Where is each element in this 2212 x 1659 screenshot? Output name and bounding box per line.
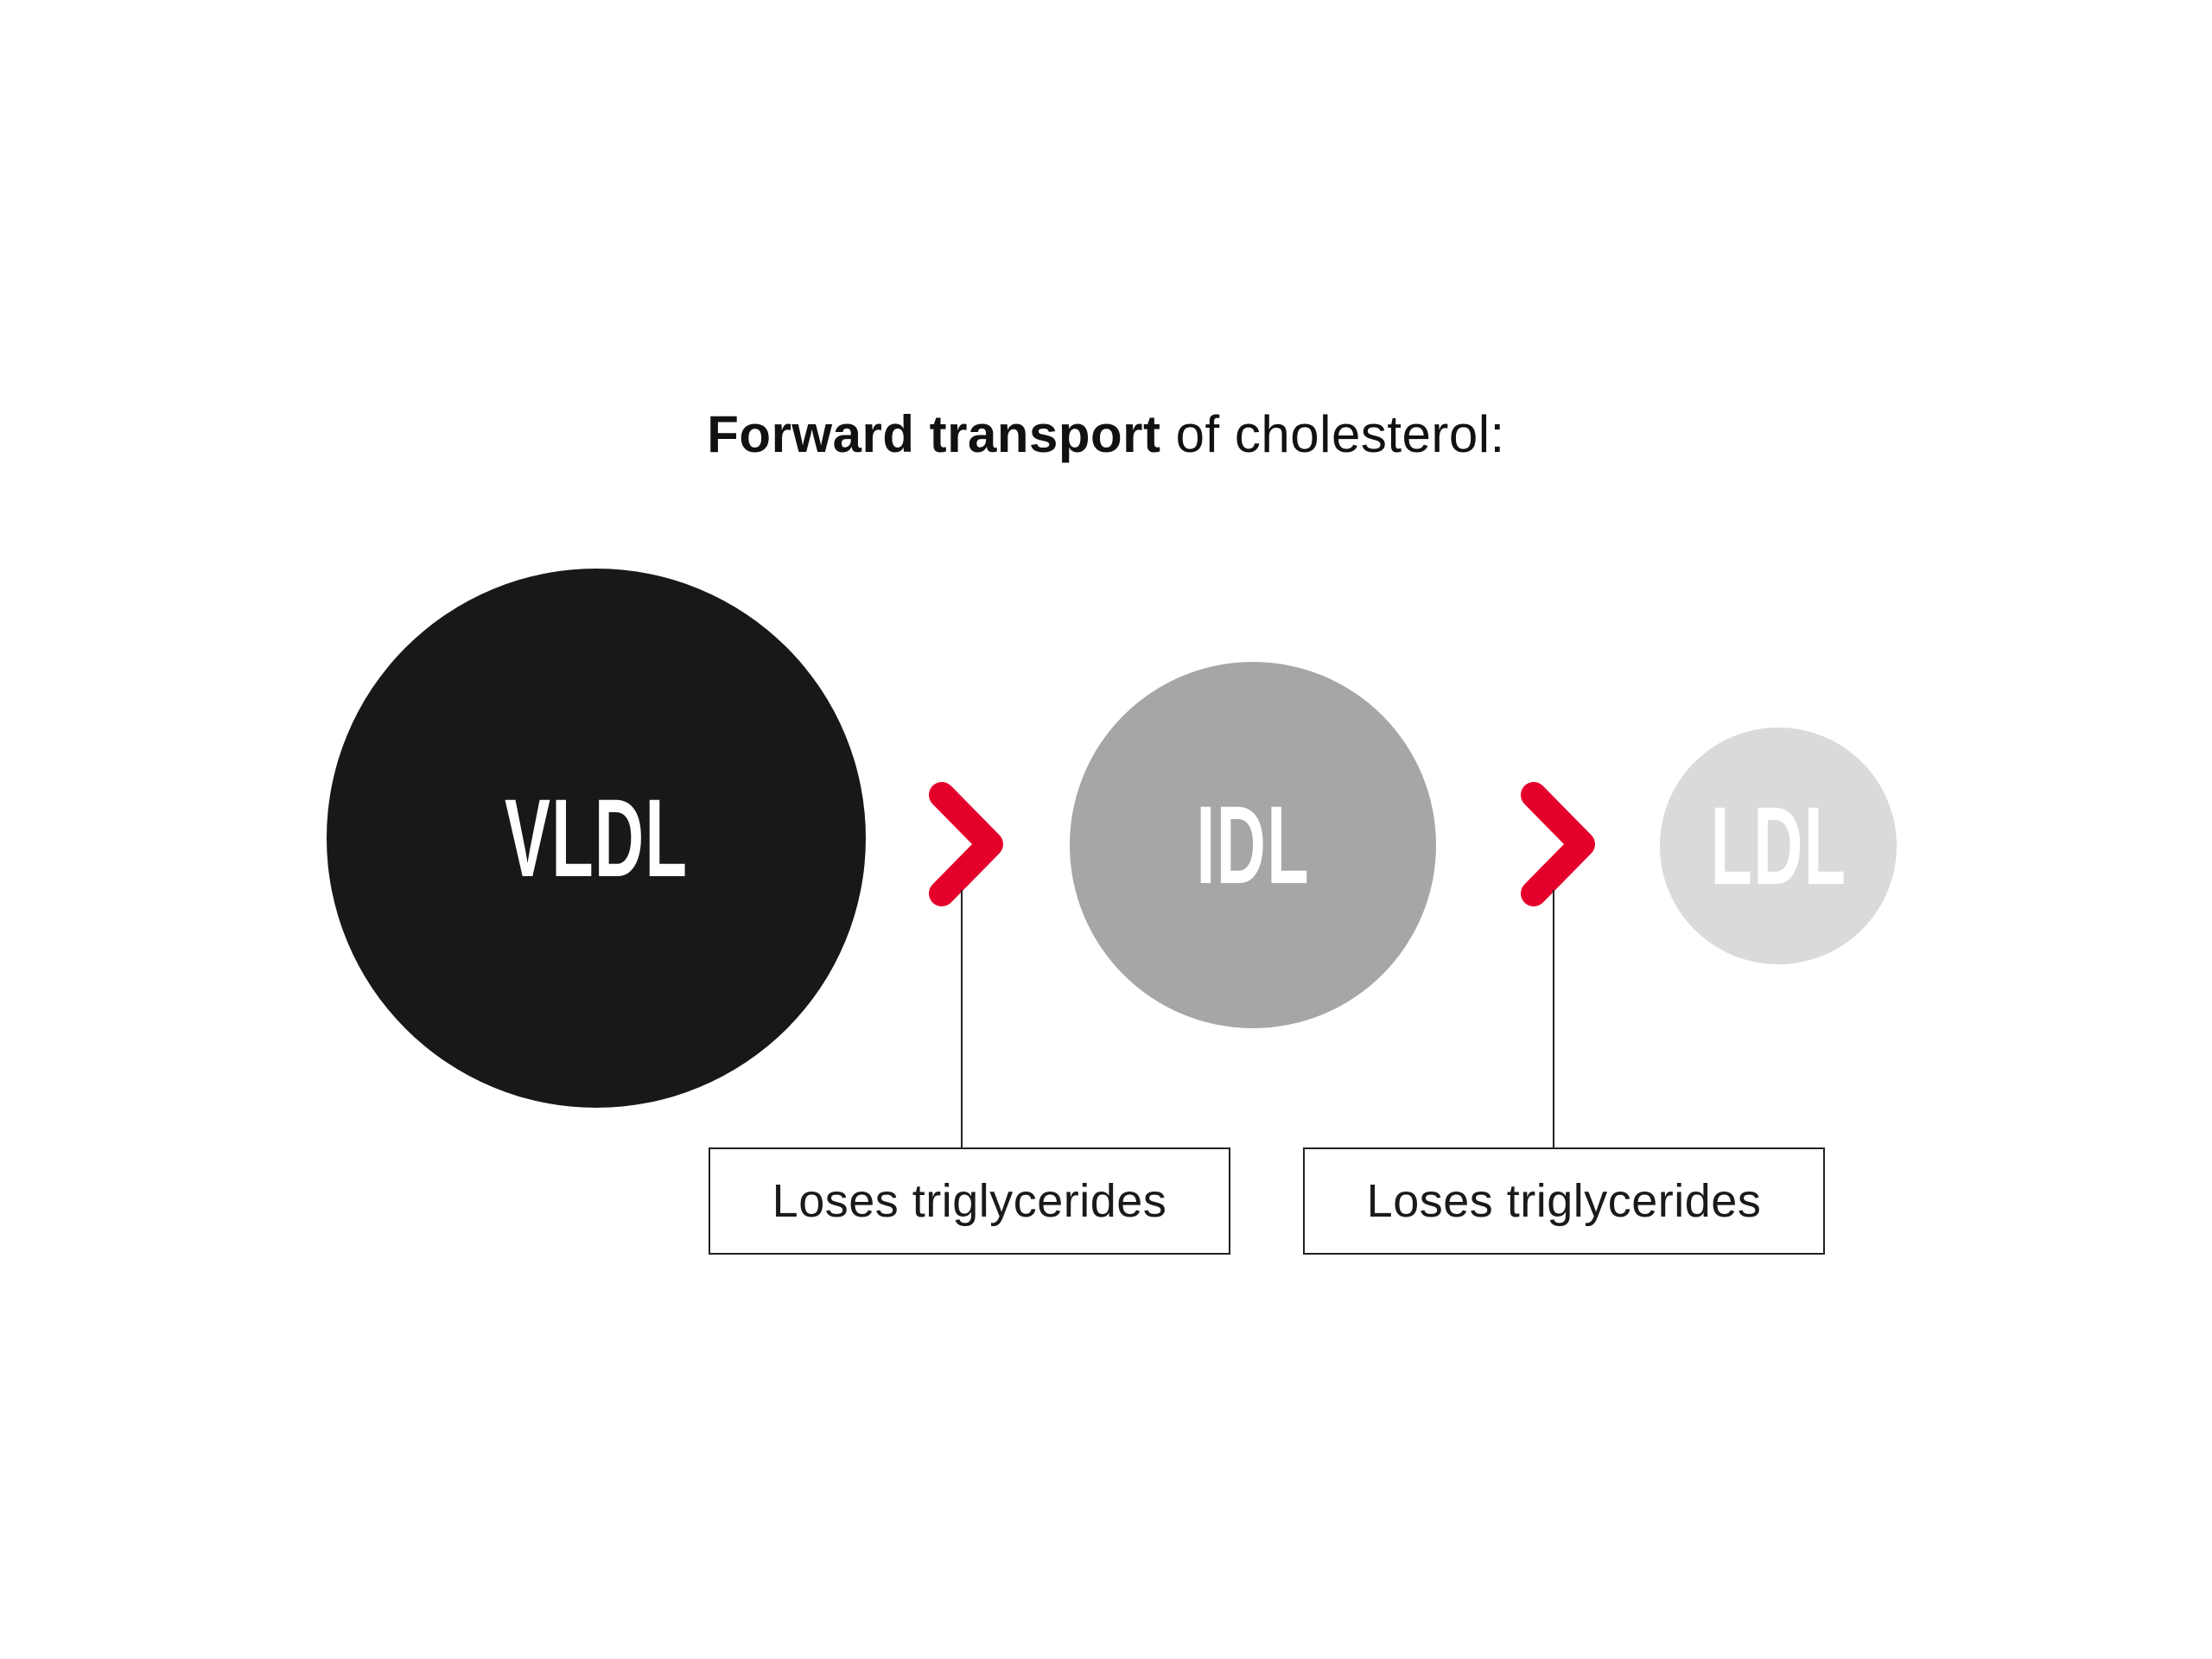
note-text: Loses triglycerides	[772, 1175, 1167, 1227]
vldl-circle: VLDL	[327, 569, 866, 1108]
chevron-right-icon	[1521, 782, 1595, 906]
connector-line	[961, 890, 963, 1149]
title-bold: Forward transport	[707, 405, 1161, 463]
note-box: Loses triglycerides	[709, 1147, 1230, 1255]
vldl-label: VLDL	[504, 776, 689, 900]
note-box: Loses triglycerides	[1303, 1147, 1825, 1255]
chevron-right-icon	[929, 782, 1003, 906]
idl-label: IDL	[1196, 783, 1310, 907]
title-regular: of cholesterol:	[1160, 405, 1505, 463]
connector-line	[1553, 890, 1554, 1149]
diagram-title: Forward transport of cholesterol:	[0, 404, 2212, 464]
idl-circle: IDL	[1070, 662, 1436, 1028]
note-text: Loses triglycerides	[1366, 1175, 1762, 1227]
ldl-label: LDL	[1710, 784, 1847, 908]
ldl-circle: LDL	[1660, 728, 1897, 964]
